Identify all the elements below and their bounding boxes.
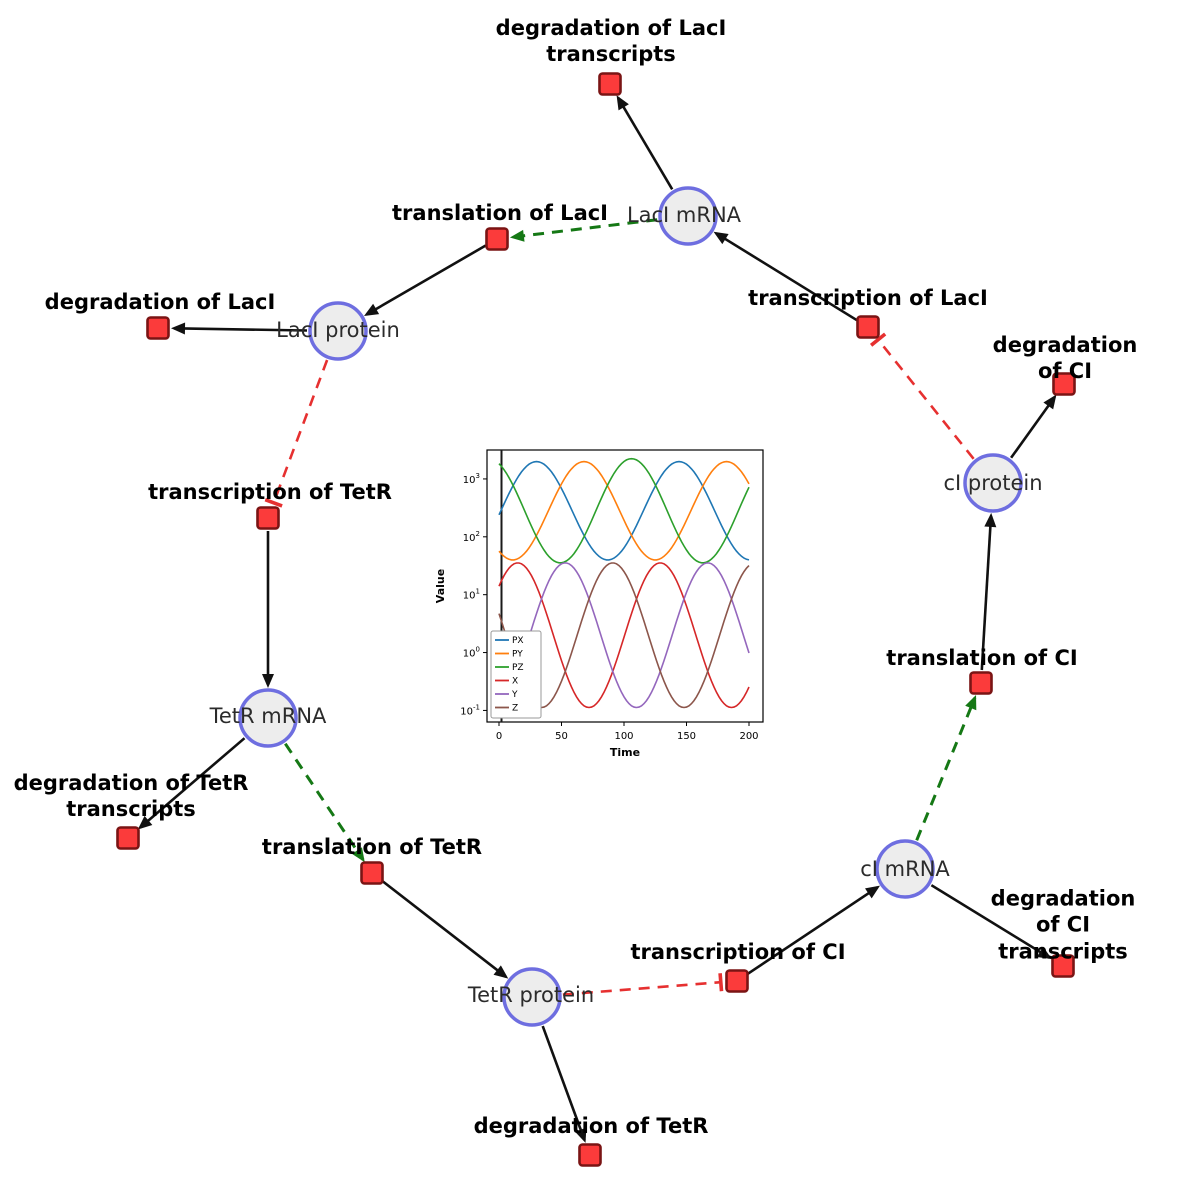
- reaction-node-deg_tetr[interactable]: [578, 1143, 602, 1167]
- reaction-node-tl_laci[interactable]: [485, 227, 509, 251]
- x-tick-label: 150: [677, 731, 696, 742]
- edge-laci_mrna-deg_laci_tx: [616, 95, 674, 190]
- species-node-tetr_protein[interactable]: [502, 967, 562, 1027]
- series-PX: [498, 460, 750, 561]
- edge-laci_mrna-tl_laci: [509, 218, 658, 242]
- legend-label-Z: Z: [512, 704, 518, 714]
- series-PZ: [498, 457, 750, 564]
- x-tick-label: 100: [614, 731, 633, 742]
- x-axis-label: Time: [610, 746, 640, 759]
- y-tick-label: 102: [463, 530, 480, 544]
- edge-tetr_mrna-tl_tetr: [284, 742, 365, 863]
- species-node-laci_mrna[interactable]: [658, 186, 718, 246]
- reaction-node-deg_tetr_tx[interactable]: [116, 826, 140, 850]
- series-Y: [498, 562, 750, 709]
- reaction-node-deg_ci_tx[interactable]: [1051, 954, 1075, 978]
- edge-ci_mrna-deg_ci_tx: [930, 884, 1052, 960]
- x-tick-label: 0: [496, 731, 502, 742]
- edge-laci_protein-tx_tetr: [264, 359, 329, 508]
- species-node-ci_mrna[interactable]: [875, 839, 935, 899]
- reaction-node-tx_laci[interactable]: [856, 315, 880, 339]
- reaction-node-deg_ci[interactable]: [1052, 372, 1076, 396]
- edge-tetr_mrna-deg_tetr_tx: [137, 737, 246, 830]
- edge-tx_laci-laci_mrna: [713, 231, 858, 322]
- edge-ci_protein-tx_laci: [869, 332, 975, 460]
- edge-tx_ci-ci_mrna: [747, 885, 880, 975]
- reaction-node-deg_laci_tx[interactable]: [598, 72, 622, 96]
- edge-tl_ci-ci_protein: [980, 512, 997, 671]
- y-axis-label: Value: [434, 569, 447, 603]
- reaction-node-tx_tetr[interactable]: [256, 506, 280, 530]
- edge-tl_laci-laci_protein: [364, 244, 487, 317]
- edge-tl_tetr-tetr_protein: [381, 879, 509, 979]
- series-PY: [498, 460, 750, 561]
- reaction-node-tl_tetr[interactable]: [360, 861, 384, 885]
- x-tick-label: 50: [555, 731, 568, 742]
- reaction-node-deg_laci[interactable]: [146, 316, 170, 340]
- x-tick-label: 200: [739, 731, 758, 742]
- reaction-node-tl_ci[interactable]: [969, 671, 993, 695]
- species-node-laci_protein[interactable]: [308, 301, 368, 361]
- edge-ci_mrna-tl_ci: [915, 695, 977, 841]
- y-tick-label: 100: [463, 646, 480, 660]
- legend-label-PX: PX: [512, 636, 524, 646]
- species-node-tetr_mrna[interactable]: [238, 688, 298, 748]
- y-tick-label: 10-1: [460, 703, 480, 717]
- legend-label-X: X: [512, 677, 518, 687]
- legend-label-PZ: PZ: [512, 663, 524, 673]
- edge-laci_protein-deg_laci: [171, 322, 308, 335]
- edge-ci_protein-deg_ci: [1010, 394, 1057, 459]
- legend-label-Y: Y: [511, 690, 518, 700]
- edge-tetr_protein-tx_ci: [562, 973, 724, 996]
- y-tick-label: 101: [463, 588, 480, 602]
- y-tick-label: 103: [463, 472, 480, 486]
- reaction-node-tx_ci[interactable]: [725, 969, 749, 993]
- edge-tetr_protein-deg_tetr: [541, 1025, 587, 1143]
- legend-label-PY: PY: [512, 650, 523, 660]
- species-node-ci_protein[interactable]: [963, 453, 1023, 513]
